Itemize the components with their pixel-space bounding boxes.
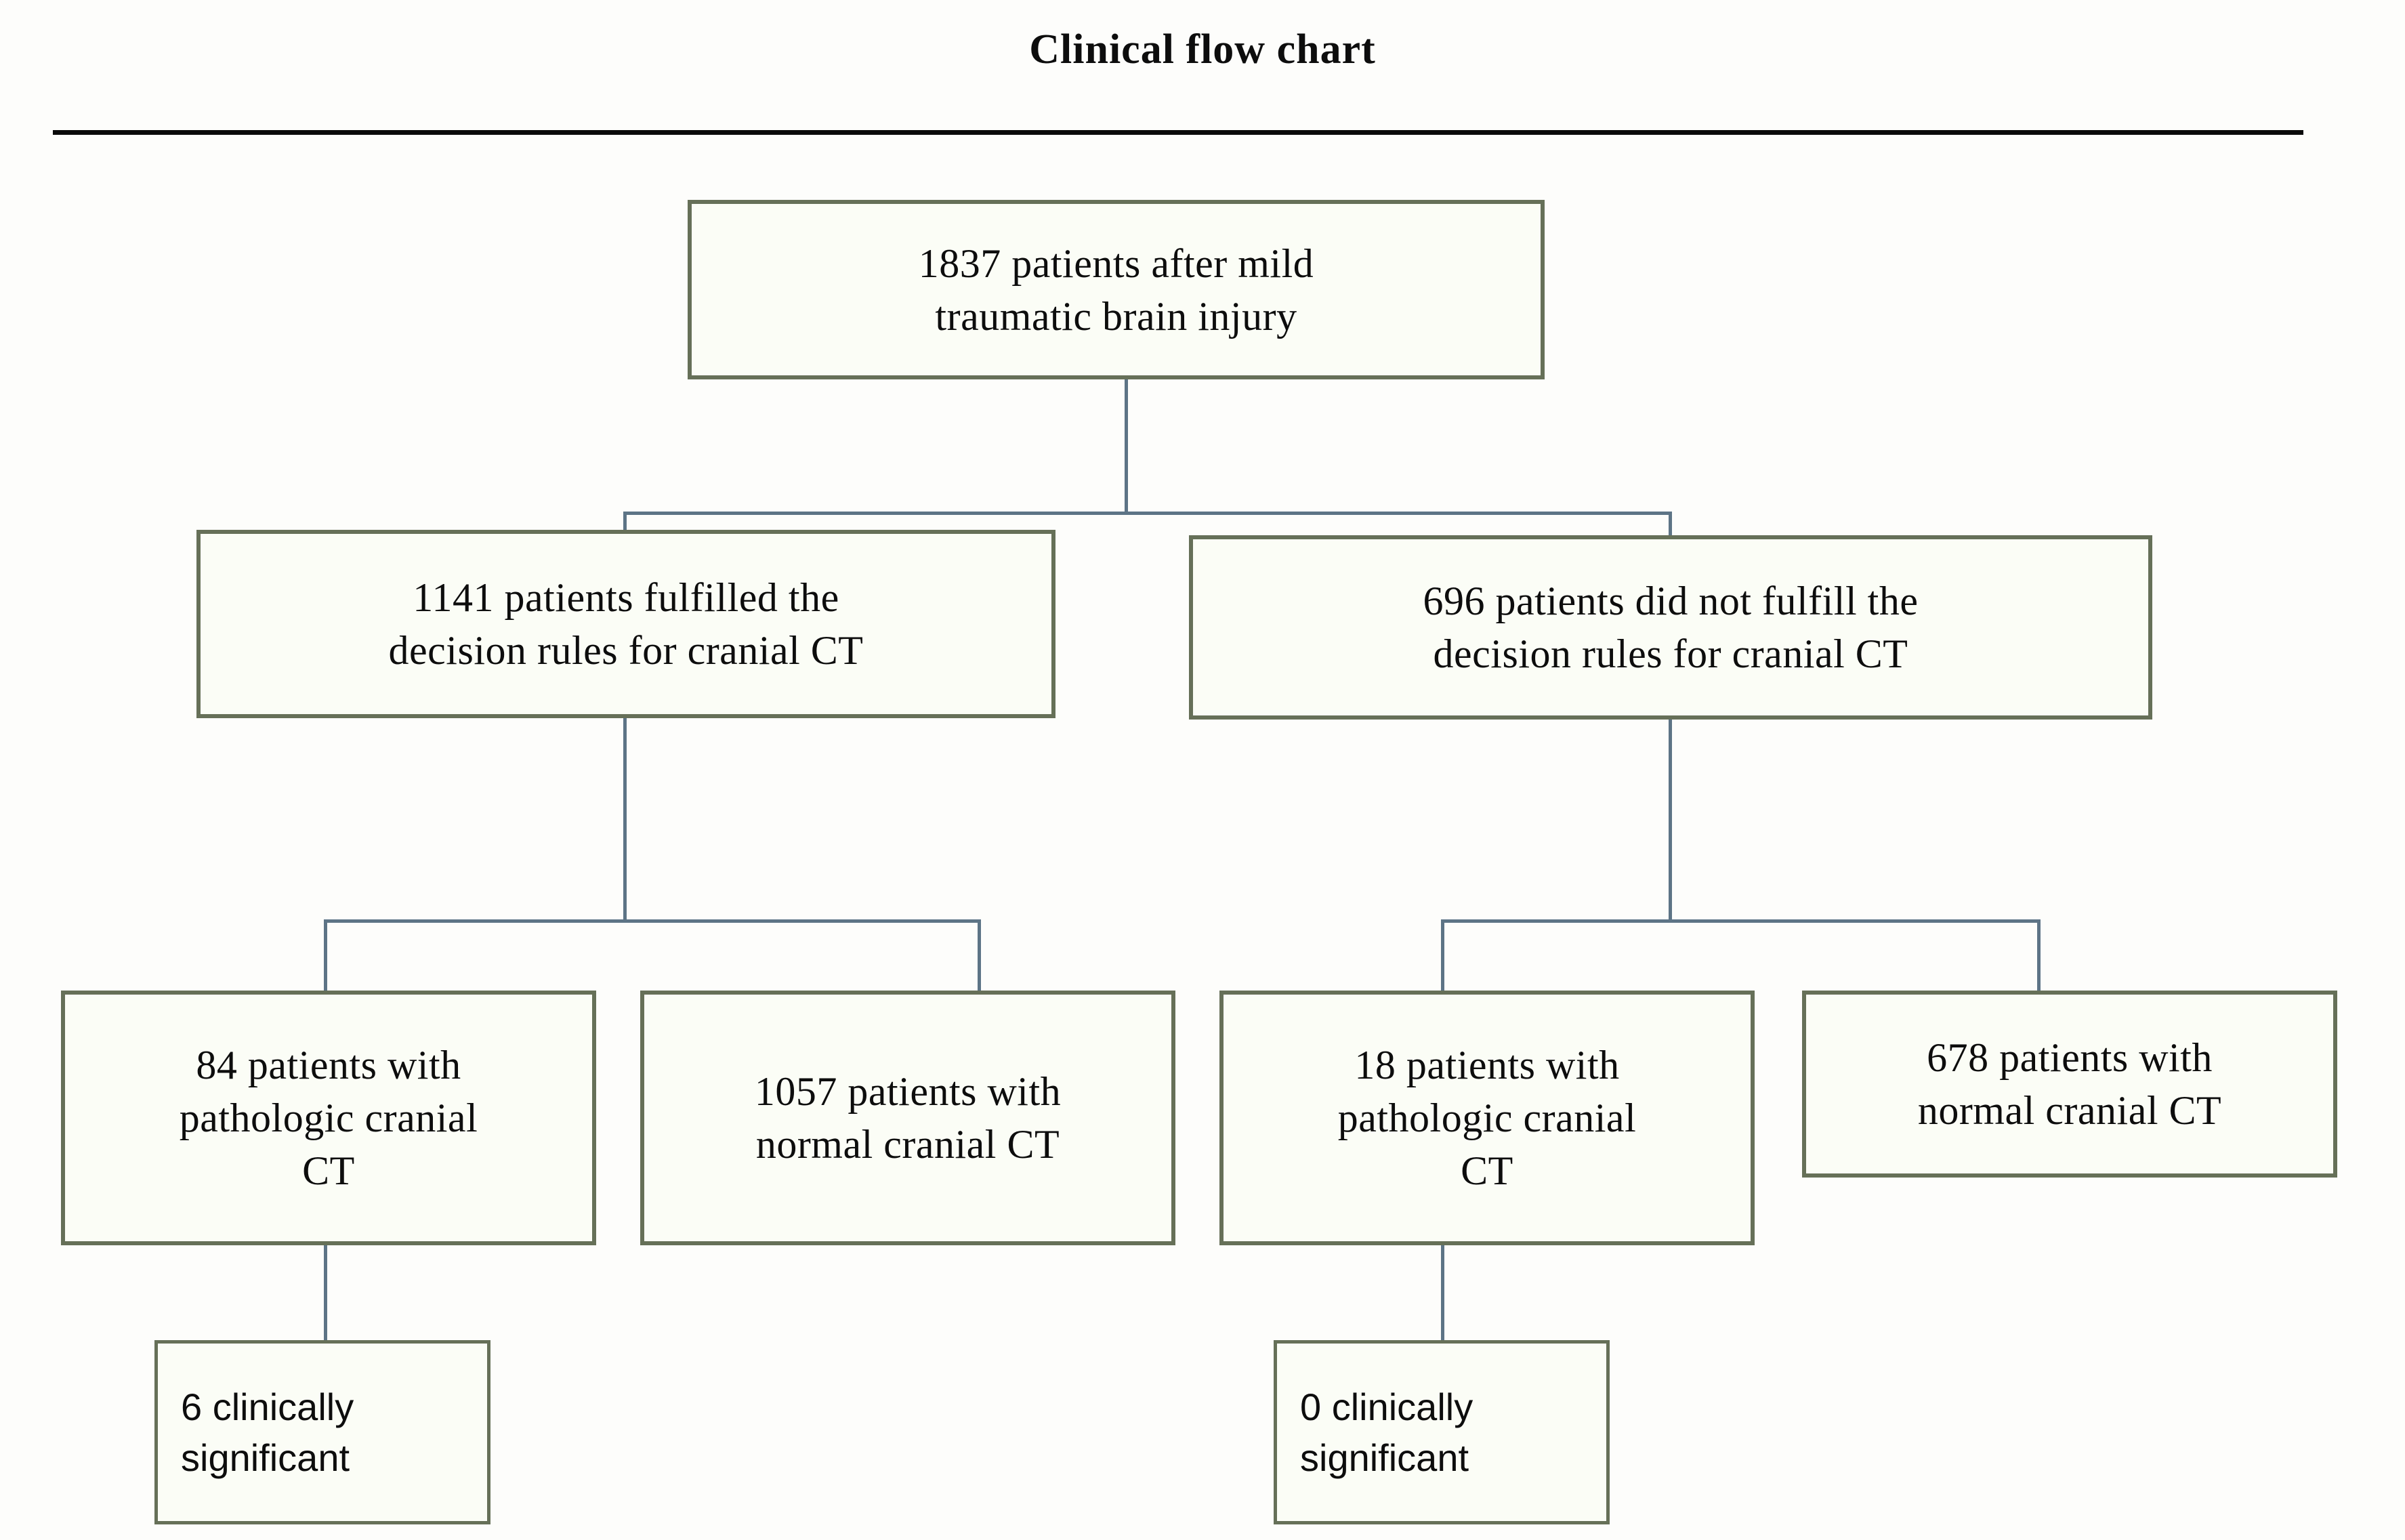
node-root[interactable]: 1837 patients after mild traumatic brain…	[688, 200, 1545, 379]
connector-level2-bus	[623, 512, 1672, 515]
connector-to-not-fulfilled	[1669, 512, 1672, 539]
node-fulfilled-normal-line-1: 1057 patients with	[754, 1069, 1062, 1114]
node-fulfilled-pathologic-line-2: pathologic cranial	[179, 1096, 478, 1140]
connector-to-fulfilled	[623, 512, 627, 532]
node-root-line-2: traumatic brain injury	[935, 293, 1297, 339]
connector-to-fulfilled-significant	[324, 1245, 327, 1341]
connector-to-fulfilled-pathologic	[324, 919, 327, 994]
node-fulfilled-line-2: decision rules for cranial CT	[388, 628, 864, 673]
node-fulfilled[interactable]: 1141 patients fulfilled the decision rul…	[196, 530, 1055, 718]
node-not-fulfilled[interactable]: 696 patients did not fulfill the decisio…	[1189, 535, 2152, 720]
connector-to-not-fulfilled-pathologic	[1441, 919, 1444, 994]
node-not-fulfilled-significant[interactable]: 0 clinically significant	[1274, 1340, 1610, 1524]
title-divider	[53, 130, 2303, 135]
node-fulfilled-normal[interactable]: 1057 patients with normal cranial CT	[640, 991, 1175, 1245]
node-fulfilled-pathologic[interactable]: 84 patients with pathologic cranial CT	[61, 991, 596, 1245]
node-fulfilled-significant[interactable]: 6 clinically significant	[154, 1340, 490, 1524]
node-fulfilled-pathologic-line-1: 84 patients with	[196, 1043, 461, 1087]
node-not-fulfilled-significant-line-1: 0 clinically	[1300, 1385, 1473, 1428]
node-not-fulfilled-pathologic-line-3: CT	[1461, 1148, 1513, 1193]
connector-right-level3-bus	[1441, 919, 2041, 923]
node-not-fulfilled-pathologic-line-2: pathologic cranial	[1337, 1096, 1637, 1140]
connector-to-not-fulfilled-normal	[2037, 919, 2041, 994]
node-not-fulfilled-significant-line-2: significant	[1300, 1436, 1469, 1479]
node-fulfilled-significant-line-2: significant	[181, 1436, 350, 1479]
node-fulfilled-significant-line-1: 6 clinically	[181, 1385, 354, 1428]
connector-root-stem	[1125, 379, 1128, 515]
node-fulfilled-line-1: 1141 patients fulfilled the	[413, 575, 839, 620]
connector-to-not-fulfilled-significant	[1441, 1245, 1444, 1341]
connector-not-fulfilled-stem	[1669, 720, 1672, 921]
node-not-fulfilled-line-2: decision rules for cranial CT	[1433, 631, 1908, 676]
node-not-fulfilled-pathologic[interactable]: 18 patients with pathologic cranial CT	[1219, 991, 1755, 1245]
node-root-line-1: 1837 patients after mild	[918, 241, 1314, 286]
node-not-fulfilled-normal-line-1: 678 patients with	[1927, 1035, 2213, 1080]
node-not-fulfilled-line-1: 696 patients did not fulfill the	[1423, 579, 1919, 623]
node-not-fulfilled-normal[interactable]: 678 patients with normal cranial CT	[1802, 991, 2337, 1178]
node-fulfilled-pathologic-line-3: CT	[302, 1148, 355, 1193]
page-title: Clinical flow chart	[1029, 26, 1376, 72]
node-not-fulfilled-normal-line-2: normal cranial CT	[1917, 1088, 2222, 1133]
connector-left-level3-bus	[324, 919, 981, 923]
connector-fulfilled-stem	[623, 718, 627, 921]
node-fulfilled-normal-line-2: normal cranial CT	[755, 1122, 1060, 1167]
node-not-fulfilled-pathologic-line-1: 18 patients with	[1354, 1043, 1620, 1087]
connector-to-fulfilled-normal	[978, 919, 981, 994]
